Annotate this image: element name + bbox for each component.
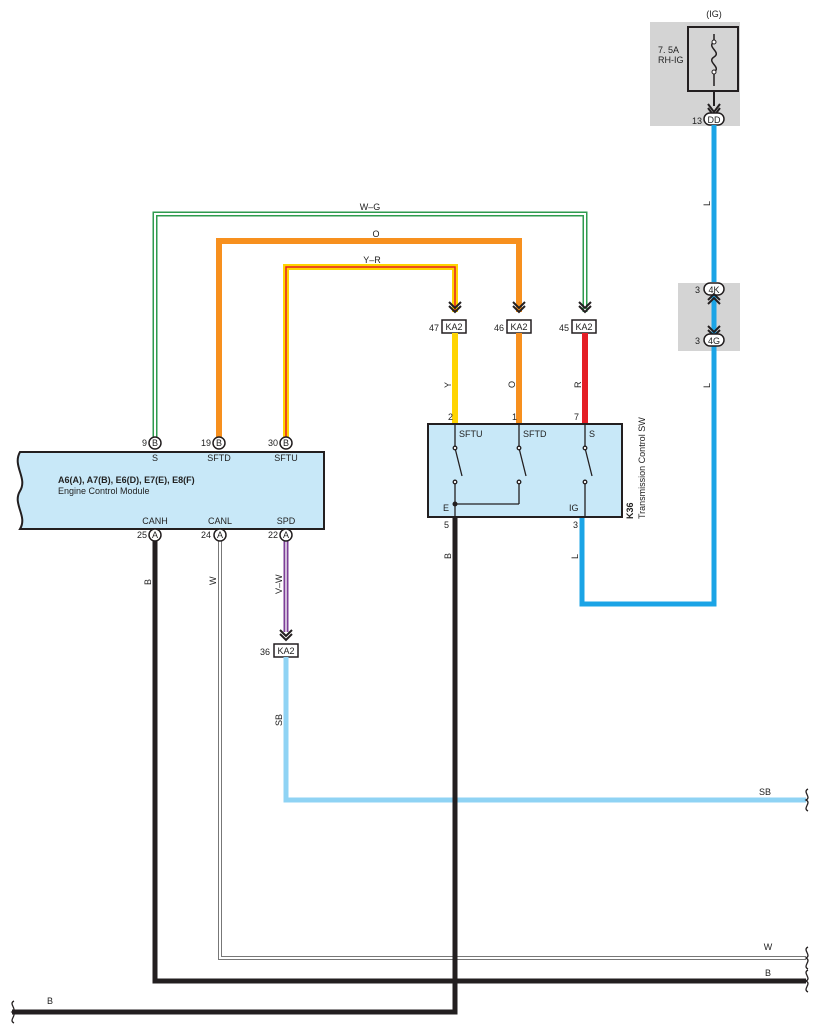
fuse-name: RH-IG xyxy=(658,55,684,65)
switch-name: Transmission Control SW xyxy=(637,417,647,519)
switch-pin-2: 2 xyxy=(448,412,453,422)
svg-text:B: B xyxy=(152,438,158,448)
switch-code: K36 xyxy=(625,502,635,519)
ecm-pin-19: 19 xyxy=(201,438,211,448)
wire-y-r xyxy=(283,264,458,440)
ka2-45-pin: 45 xyxy=(559,323,569,333)
svg-text:DD: DD xyxy=(708,115,721,125)
ecm-pin-9: 9 xyxy=(142,438,147,448)
svg-text:A: A xyxy=(283,530,289,540)
svg-text:KA2: KA2 xyxy=(445,322,462,332)
ecm-label-sftd: SFTD xyxy=(207,453,231,463)
ecm-label-sftu: SFTU xyxy=(274,453,298,463)
switch-pin-3: 3 xyxy=(573,520,578,530)
fuse-power-label: (IG) xyxy=(706,9,722,19)
ecm-label-canh: CANH xyxy=(142,516,168,526)
wire-label-y-r: Y–R xyxy=(363,255,381,265)
switch-label-sftu: SFTU xyxy=(459,429,483,439)
fuse-pin-number: 13 xyxy=(692,116,702,126)
ecm-pin-30-connector xyxy=(279,436,293,450)
wire-label-l-sw: L xyxy=(570,554,580,559)
switch-pin-5: 5 xyxy=(444,520,449,530)
wire-sb xyxy=(283,657,806,803)
svg-text:KA2: KA2 xyxy=(510,322,527,332)
wire-label-o: O xyxy=(507,381,517,388)
wire-o-top xyxy=(216,238,522,440)
svg-text:KA2: KA2 xyxy=(575,322,592,332)
wire-label-r: R xyxy=(573,381,583,388)
wire-label-sb-vert: SB xyxy=(274,714,284,726)
ecm-pin-22: 22 xyxy=(268,530,278,540)
ka2-36-pin: 36 xyxy=(260,647,270,657)
switch-label-ig: IG xyxy=(569,503,579,513)
wire-label-l-top: L xyxy=(702,201,712,206)
ecm-pin-22-connector xyxy=(279,528,293,542)
svg-text:A: A xyxy=(152,530,158,540)
ecm-label-canl: CANL xyxy=(208,516,232,526)
ecm-pin-25: 25 xyxy=(137,530,147,540)
wire-label-w-canl: W xyxy=(208,576,218,585)
wire-b-switch xyxy=(12,517,458,1015)
ka2-47-pin: 47 xyxy=(429,323,439,333)
wire-label-b-canh: B xyxy=(143,579,153,585)
switch-label-s: S xyxy=(589,429,595,439)
wire-label-b-left: B xyxy=(47,996,53,1006)
wire-b-canh xyxy=(152,541,806,984)
joint-top-pin: 3 xyxy=(695,285,700,295)
ecm-label-spd: SPD xyxy=(277,516,296,526)
wire-label-sb-right: SB xyxy=(759,787,771,797)
ecm-pin-24-connector xyxy=(213,528,227,542)
ecm-pin-30: 30 xyxy=(268,438,278,448)
joint-bottom-connector xyxy=(703,333,725,347)
wire-label-b-right: B xyxy=(765,968,771,978)
engine-control-module xyxy=(16,451,325,530)
ecm-title: A6(A), A7(B), E6(D), E7(E), E8(F) xyxy=(58,475,195,485)
wire-label-y: Y xyxy=(443,382,453,388)
ecm-pin-24: 24 xyxy=(201,530,211,540)
svg-text:4G: 4G xyxy=(708,336,720,346)
svg-text:B: B xyxy=(283,438,289,448)
wire-label-w-right: W xyxy=(764,942,773,952)
wire-w-canl xyxy=(218,541,806,960)
continuation-brace-icons xyxy=(10,788,809,1024)
fuse-rating: 7. 5A xyxy=(658,45,679,55)
svg-text:B: B xyxy=(216,438,222,448)
switch-contacts-icon xyxy=(452,424,593,517)
svg-text:4K: 4K xyxy=(708,285,719,295)
ecm-pin-19-connector xyxy=(212,436,226,450)
svg-text:A: A xyxy=(217,530,223,540)
wire-label-w-g: W–G xyxy=(360,202,381,212)
svg-text:KA2: KA2 xyxy=(277,646,294,656)
wire-label-v-w: V–W xyxy=(274,574,284,594)
ecm-pin-9-connector xyxy=(148,436,162,450)
ecm-label-s: S xyxy=(152,453,158,463)
switch-pin-7: 7 xyxy=(574,412,579,422)
ecm-pin-25-connector xyxy=(148,528,162,542)
ecm-subtitle: Engine Control Module xyxy=(58,486,150,496)
ka2-46-pin: 46 xyxy=(494,323,504,333)
switch-label-e: E xyxy=(443,503,449,513)
wire-label-o-top: O xyxy=(372,229,379,239)
joint-bottom-pin: 3 xyxy=(695,336,700,346)
switch-pin-1: 1 xyxy=(512,412,517,422)
wire-label-l-mid: L xyxy=(702,383,712,388)
switch-label-sftd: SFTD xyxy=(523,429,547,439)
wire-label-b-sw: B xyxy=(443,553,453,559)
fuse-panel xyxy=(650,22,740,126)
wire-l-joint-to-switch xyxy=(579,351,717,607)
fuse-icon xyxy=(711,34,717,86)
